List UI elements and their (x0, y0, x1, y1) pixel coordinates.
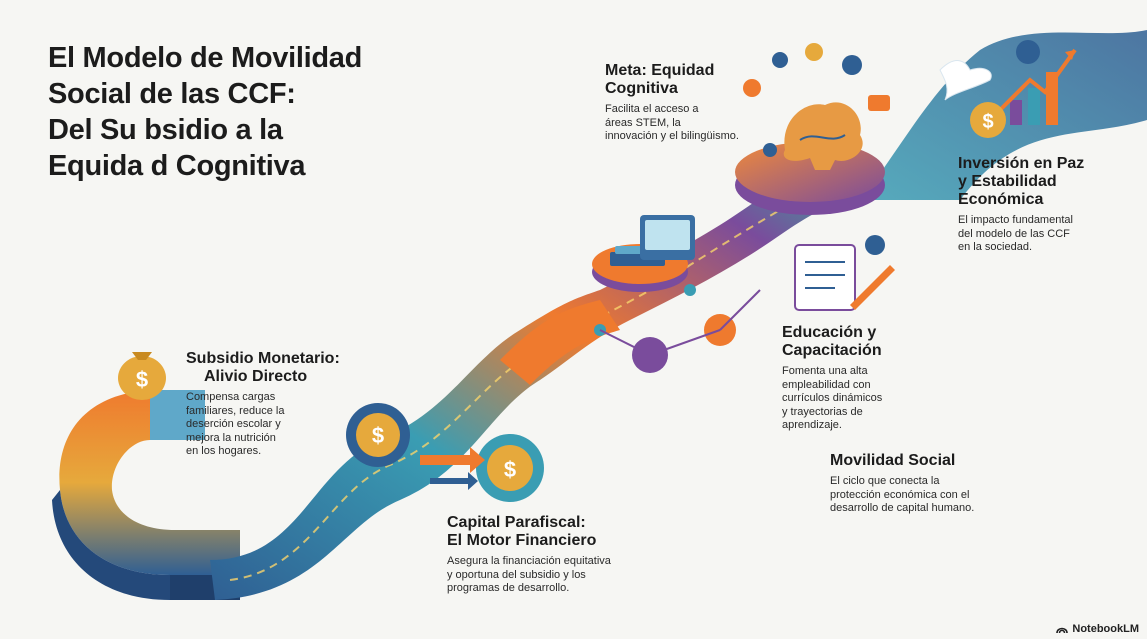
stage-heading: Educación y Capacitación (782, 324, 882, 359)
brand-logo: NotebookLM (1056, 623, 1139, 635)
stage-description: Facilita el acceso a áreas STEM, la inno… (605, 103, 739, 142)
stage-description: El ciclo que conecta la protección econó… (830, 475, 975, 514)
stage-heading: Subsidio Monetario: Alivio Directo (186, 350, 340, 385)
gear-coin-icon: $ (346, 403, 410, 467)
stage-capital: Capital Parafiscal: El Motor Financiero … (447, 514, 657, 596)
stage-heading: Movilidad Social (830, 452, 956, 469)
stage-description: El impacto fundamental del modelo de las… (958, 214, 1073, 253)
document-icon (794, 235, 895, 311)
svg-text:$: $ (372, 423, 384, 448)
gear-coin-icon-2: $ (476, 434, 544, 502)
money-bag-icon: $ (118, 352, 166, 400)
brain-platform (735, 102, 885, 215)
stage-description: Compensa cargas familiares, reduce la de… (186, 391, 285, 457)
network-nodes (594, 284, 761, 373)
svg-text:$: $ (982, 111, 993, 133)
svg-text:$: $ (504, 457, 516, 482)
notebook-logo-icon (1056, 627, 1069, 634)
stage-meta: Meta: Equidad Cognitiva Facilita el acce… (605, 62, 775, 144)
stage-heading: Inversión en Paz y Estabilidad Económica (958, 155, 1085, 208)
stage-educacion: Educación y Capacitación Fomenta una alt… (782, 324, 932, 433)
stage-description: Asegura la financiación equitativa y opo… (447, 555, 611, 594)
idea-icons (743, 43, 890, 157)
page-title: El Modelo de Movilidad Social de las CCF… (48, 42, 363, 182)
road-dash (229, 189, 816, 581)
stage-inversion: Inversión en Paz y Estabilidad Económica… (958, 155, 1128, 255)
piggy-coin-icon: $ (970, 102, 1006, 138)
stage-subsidio: Subsidio Monetario: Alivio Directo Compe… (186, 350, 366, 459)
arrow-icon (420, 447, 485, 473)
stage-movilidad: Movilidad Social El ciclo que conecta la… (830, 452, 1010, 516)
arrow-icon-2 (430, 472, 478, 490)
stage-description: Fomenta una alta empleabilidad con currí… (782, 365, 883, 431)
svg-text:$: $ (136, 367, 148, 392)
growth-chart-icon (998, 40, 1077, 125)
dove-icon (939, 60, 992, 101)
stage-heading: Capital Parafiscal: El Motor Financiero (447, 514, 597, 549)
book-platform (592, 215, 695, 292)
orange-ribbon (500, 300, 620, 385)
stage-heading: Meta: Equidad Cognitiva (605, 62, 715, 97)
